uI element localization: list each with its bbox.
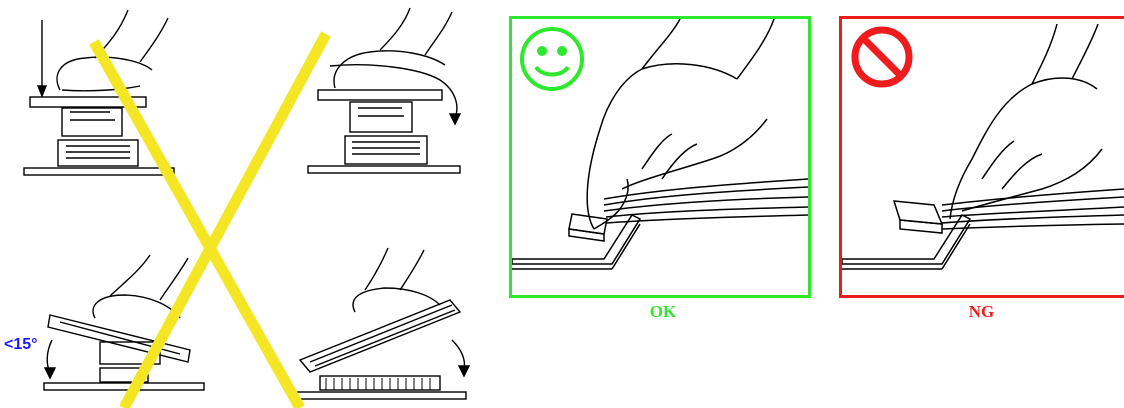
ok-handling-drawing: [512, 19, 808, 295]
wrong-handling-figure: <15°: [0, 0, 490, 408]
sketch-tilted-drop: [296, 248, 469, 399]
smiley-face-icon: [522, 29, 582, 89]
sketch-slide-press: [308, 8, 460, 173]
cross-out-mark: [94, 34, 326, 408]
ok-caption: OK: [509, 302, 817, 322]
ok-panel: [509, 16, 811, 298]
ng-panel: [839, 16, 1124, 298]
ng-handling-drawing: [842, 19, 1124, 295]
angle-limit-label: <15°: [4, 336, 38, 354]
sketch-tilted-insert: [44, 255, 204, 390]
wrong-handling-drawing: [0, 0, 490, 408]
ng-caption: NG: [839, 302, 1124, 322]
prohibition-icon: [855, 30, 909, 84]
